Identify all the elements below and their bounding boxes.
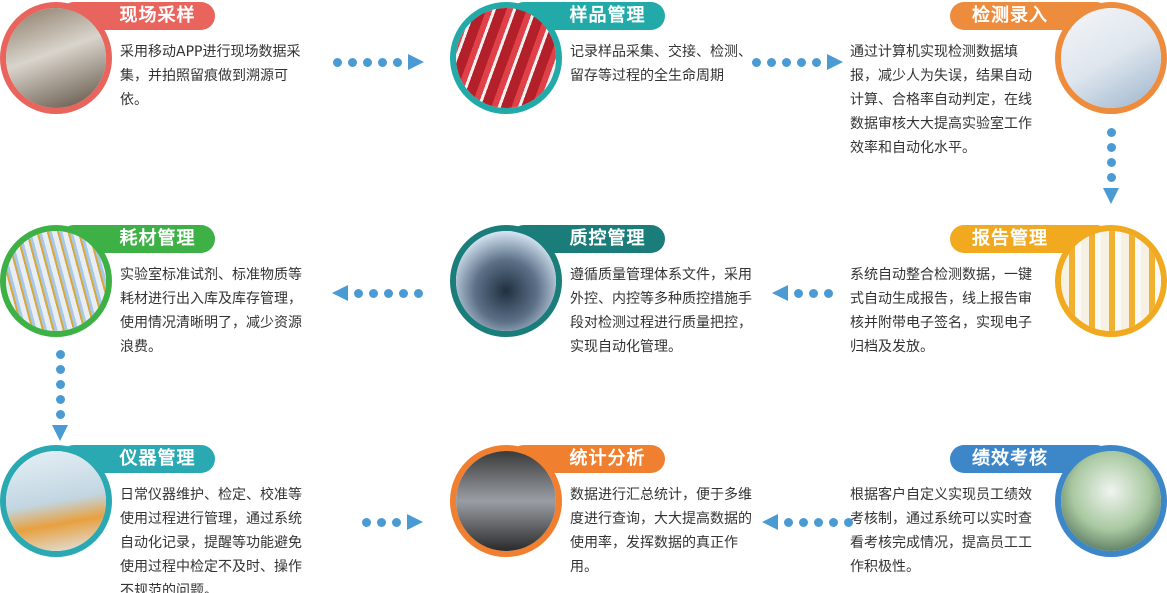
step-photo [450, 2, 562, 114]
step-photo [0, 445, 112, 557]
flow-arrow-right-icon [362, 514, 423, 530]
step-photo [450, 225, 562, 337]
flow-arrow-left-icon [332, 285, 423, 301]
flow-arrow-down-icon [1103, 128, 1119, 204]
step-description: 日常仪器维护、检定、校准等使用过程进行管理，通过系统自动化记录，提醒等功能避免使… [120, 487, 302, 593]
flow-arrow-down-icon [52, 350, 68, 441]
flow-arrow-left-icon [772, 285, 833, 301]
step-description: 实验室标准试剂、标准物质等耗材进行出入库及库存管理，使用情况清晰明了，减少资源浪… [120, 267, 302, 355]
step-description: 采用移动APP进行现场数据采集，并拍照留痕做到溯源可依。 [120, 44, 301, 108]
photo-image [456, 8, 556, 108]
step-description: 通过计算机实现检测数据填报，减少人为失误，结果自动计算、合格率自动判定，在线数据… [850, 44, 1032, 156]
flow-arrow-right-icon [333, 54, 424, 70]
step-description: 数据进行汇总统计，便于多维度进行查询，大大提高数据的使用率，发挥数据的真正作用。 [570, 487, 752, 575]
step-photo [1055, 2, 1167, 114]
step-photo [450, 445, 562, 557]
step-photo [1055, 225, 1167, 337]
flow-arrow-left-icon [762, 514, 853, 530]
step-title: 仪器管理 [60, 445, 215, 473]
step-photo [1055, 445, 1167, 557]
flow-arrow-right-icon [752, 54, 843, 70]
step-photo [0, 225, 112, 337]
photo-image [456, 451, 556, 551]
step-description: 系统自动整合检测数据，一键式自动生成报告，线上报告审核并附带电子签名，实现电子归… [850, 267, 1032, 355]
step-description: 遵循质量管理体系文件，采用外控、内控等多种质控措施手段对检测过程进行质量把控，实… [570, 267, 752, 355]
photo-image [1061, 8, 1161, 108]
step-description: 根据客户自定义实现员工绩效考核制，通过系统可以实时查看考核完成情况，提高员工工作… [850, 487, 1032, 575]
step-photo [0, 2, 112, 114]
photo-image [6, 231, 106, 331]
photo-image [456, 231, 556, 331]
photo-image [1061, 451, 1161, 551]
photo-image [6, 8, 106, 108]
step-description: 记录样品采集、交接、检测、留存等过程的全生命周期 [570, 44, 752, 84]
photo-image [6, 451, 106, 551]
photo-image [1061, 231, 1161, 331]
